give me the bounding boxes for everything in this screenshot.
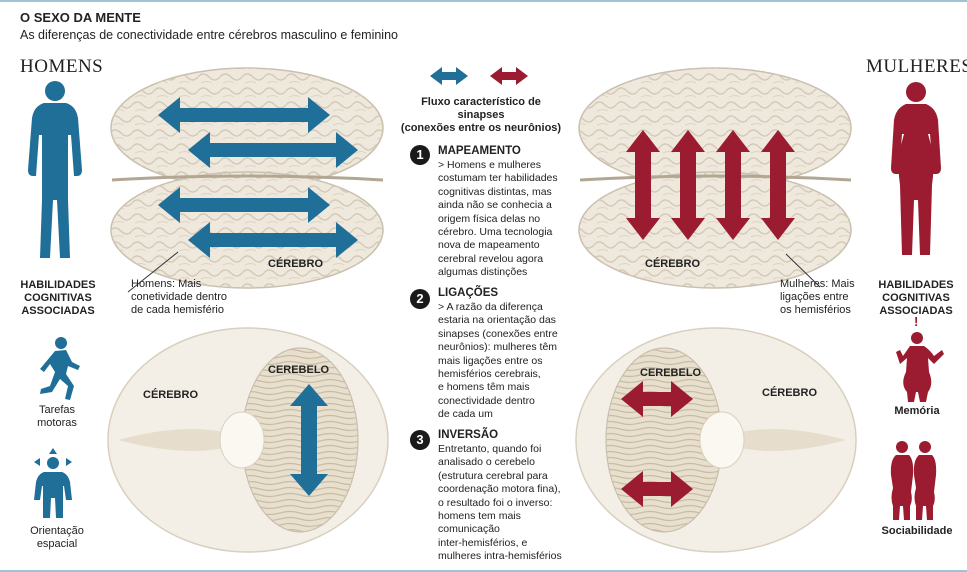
male-brain-bottom-view — [107, 327, 389, 553]
female-cerebellum-arrows — [621, 381, 693, 507]
cerebelo-label-left: CEREBELO — [268, 364, 330, 376]
memory-icon — [896, 332, 944, 402]
section-3-heading: INVERSÃO — [438, 429, 499, 441]
cerebro-label-top-left: CÉREBRO — [268, 258, 324, 270]
female-figure-icon — [891, 82, 941, 255]
legend-male-arrow — [430, 67, 468, 85]
male-brain-top-view — [110, 67, 384, 289]
memory-label: Memória — [894, 405, 940, 417]
male-cerebellum-arrow — [290, 384, 328, 496]
runner-icon — [40, 337, 80, 400]
section-2-heading: LIGAÇÕES — [438, 287, 499, 299]
sociability-label: Sociabilidade — [881, 525, 953, 537]
legend-caption: Fluxo característico de sinapses(conexõe… — [400, 96, 562, 134]
page-subtitle: As diferenças de conectividade entre cér… — [20, 28, 398, 42]
female-brain-bottom-view — [575, 327, 857, 553]
male-figure-icon — [28, 81, 82, 258]
men-callout-line — [127, 251, 179, 293]
section-1-number: 1 — [410, 145, 430, 165]
women-callout-line — [785, 253, 821, 288]
bottom-rule — [0, 570, 967, 572]
women-title: MULHERES — [866, 56, 967, 77]
female-brain-top-view — [578, 67, 852, 289]
cerebro-label-bottom-right: CÉREBRO — [762, 387, 818, 399]
section-3-number: 3 — [410, 430, 430, 450]
page-title: O SEXO DA MENTE — [20, 10, 141, 25]
top-rule — [0, 0, 967, 2]
men-title: HOMENS — [20, 56, 104, 77]
spatial-orientation-icon — [34, 448, 72, 518]
section-2-number: 2 — [410, 289, 430, 309]
sociability-icon — [890, 441, 937, 520]
section-1-heading: MAPEAMENTO — [438, 145, 521, 157]
exclaim-mark: ! — [914, 314, 918, 329]
cerebro-label-top-right: CÉREBRO — [645, 258, 701, 270]
male-intra-hemisphere-arrows — [158, 97, 358, 258]
cerebro-label-bottom-left: CÉREBRO — [143, 389, 199, 401]
cerebelo-label-right: CEREBELO — [640, 367, 702, 379]
legend-female-arrow — [490, 67, 528, 85]
female-inter-hemisphere-arrows — [626, 130, 795, 240]
